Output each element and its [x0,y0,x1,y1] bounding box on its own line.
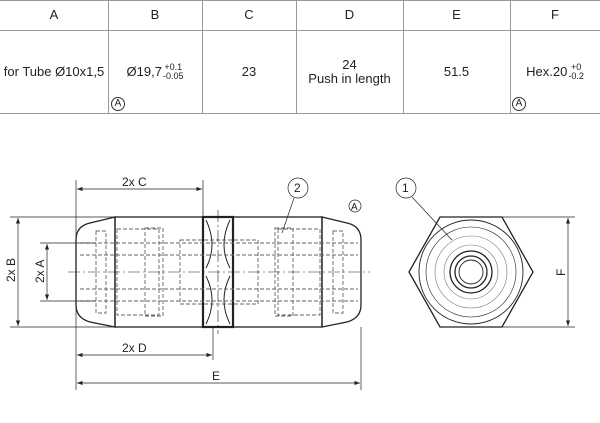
divider [296,0,297,114]
header-d: D [344,7,355,22]
tol-upper: +0 [570,61,582,72]
header-e: E [452,7,461,22]
value-c: 23 [241,63,257,79]
dim-b-label: 2x B [4,258,18,282]
dim-d-label: 2x D [122,341,147,355]
tol-lower: -0.05 [162,70,184,81]
divider [0,0,600,1]
dim-a-label: 2x A [33,260,47,283]
value-e: 51.5 [443,63,470,79]
dimension-table: A B C D E F for Tube Ø10x1,5 Ø19,7 +0.1-… [0,0,600,114]
value-b-main: Ø19,7 [126,63,162,79]
value-d-note: Push in length [308,70,391,86]
tol-upper: +0.1 [164,61,183,72]
divider [403,0,404,114]
header-b: B [150,7,160,22]
divider [510,0,511,114]
divider [202,0,203,114]
dim-c-label: 2x C [122,175,147,189]
value-f: Hex.20 +0-0.2 [510,30,600,113]
dim-f-label: F [554,269,568,276]
dim-e-label: E [212,369,220,383]
end-view [395,177,575,328]
divider [108,0,109,114]
value-d-number: 24 [342,56,357,72]
value-d: 24 Push in length [296,30,403,113]
value-f-main: Hex.20 [526,63,568,79]
tol-lower: -0.2 [568,70,584,81]
marker-a: A [111,97,125,111]
marker-a: A [512,97,526,111]
divider [0,30,600,31]
callout-2: 2 [294,181,301,195]
header-a: A [49,7,59,22]
value-a: for Tube Ø10x1,5 [3,63,105,79]
side-view [10,177,370,390]
divider [0,113,600,114]
callout-1: 1 [402,181,409,195]
marker-a: A [351,202,358,213]
header-c: C [244,7,254,22]
header-f: F [551,7,559,22]
value-b: Ø19,7 +0.1-0.05 [108,30,202,113]
